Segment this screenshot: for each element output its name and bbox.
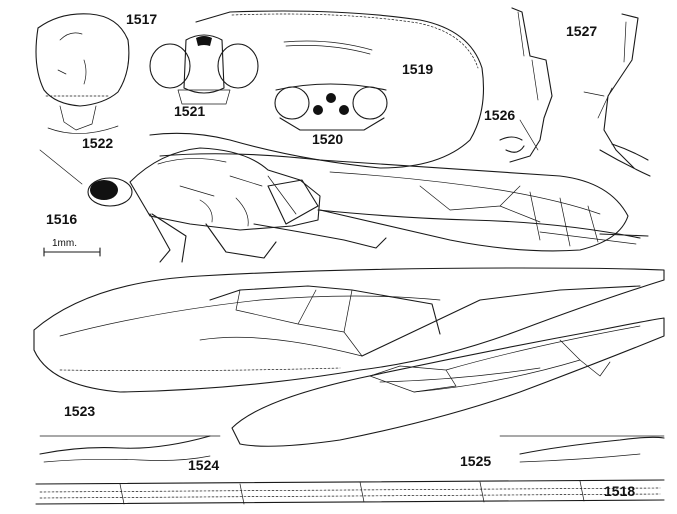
label-1519: 1519 xyxy=(402,61,433,77)
scale-bar-label: 1mm. xyxy=(52,238,77,249)
fig-1524-wing-fragment xyxy=(39,435,221,463)
fig-1526-leg xyxy=(499,7,553,163)
fig-1517-antenna xyxy=(149,10,485,169)
label-1517: 1517 xyxy=(126,11,157,27)
fig-1522-head-frontal xyxy=(35,13,130,134)
label-1516: 1516 xyxy=(46,211,77,227)
fig-1527-leg xyxy=(583,13,651,177)
scale-bar: 1mm. xyxy=(43,238,101,257)
fig-1516-habitus xyxy=(39,147,649,263)
fig-1523-fore-wing xyxy=(33,267,665,447)
label-1518: 1518 xyxy=(604,483,635,499)
fig-1520-head-ocelli xyxy=(274,83,388,131)
label-1522: 1522 xyxy=(82,135,113,151)
fig-1518-ovipositor xyxy=(35,479,665,505)
label-1520: 1520 xyxy=(312,131,343,147)
label-1523: 1523 xyxy=(64,403,95,419)
label-1521: 1521 xyxy=(174,103,205,119)
fig-1521-head-dorsal xyxy=(149,34,259,105)
label-1527: 1527 xyxy=(566,23,597,39)
label-1525: 1525 xyxy=(460,453,491,469)
label-1524: 1524 xyxy=(188,457,219,473)
label-1526: 1526 xyxy=(484,107,515,123)
fig-1525-wing-fragment xyxy=(499,435,665,463)
fig-1519-antennal-segment xyxy=(283,40,373,55)
